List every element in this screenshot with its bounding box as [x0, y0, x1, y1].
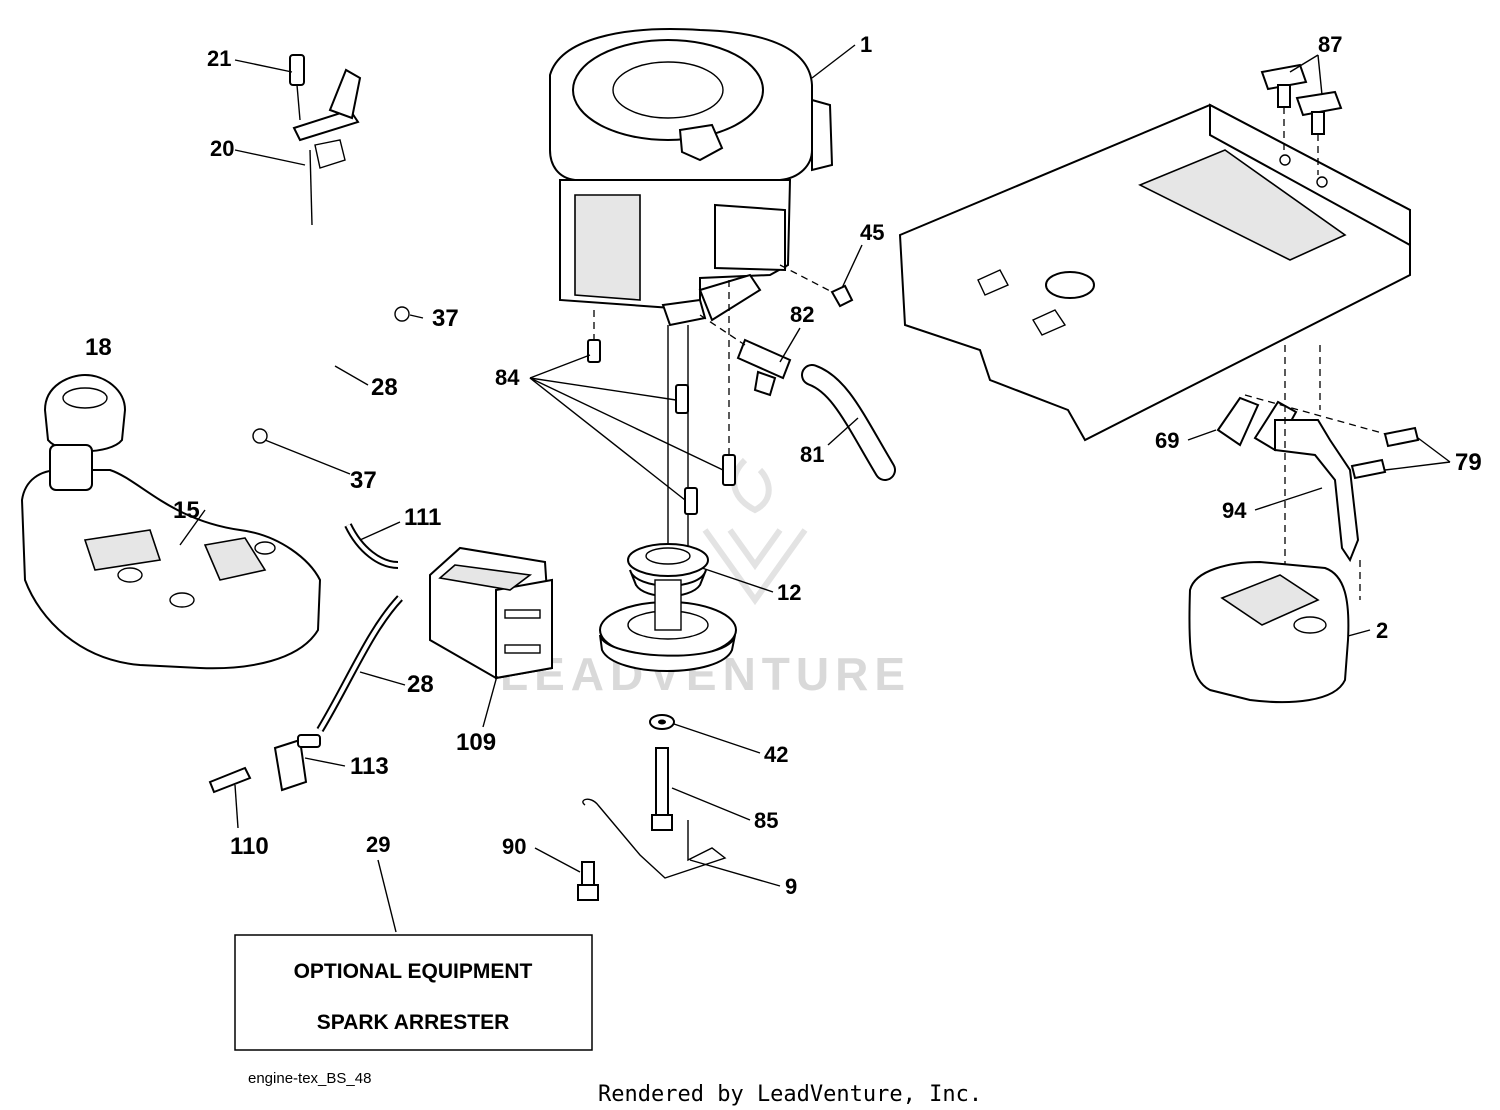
callout-45: 45: [860, 220, 884, 245]
callout-109: 109: [456, 729, 496, 756]
bracket-9-part: [582, 798, 727, 879]
optional-equipment-box: OPTIONAL EQUIPMENT SPARK ARRESTER: [234, 934, 593, 1051]
fuel-cap-part: [43, 373, 127, 453]
fuel-line-lower-part: [316, 595, 403, 733]
fuel-shutoff-part: [699, 314, 792, 397]
bolt-85-part: [651, 747, 673, 831]
hose-81-part: [801, 364, 896, 481]
callout-29: 29: [366, 832, 390, 857]
drawing-code: engine-tex_BS_48: [248, 1070, 371, 1087]
exhaust-pipe-part: [1216, 345, 1401, 600]
fuel-pump-part: [429, 546, 554, 680]
watermark-logo: [702, 457, 808, 606]
callout-37-lower: 37: [350, 467, 377, 494]
frame-plate-part: [898, 103, 1411, 442]
callout-28-upper: 28: [371, 374, 398, 401]
callout-21: 21: [207, 46, 231, 71]
callout-18: 18: [85, 334, 112, 361]
callout-90: 90: [502, 834, 526, 859]
callout-1: 1: [860, 32, 872, 57]
muffler-part: [1188, 560, 1350, 704]
leader-lines: [179, 44, 1451, 933]
callout-111: 111: [404, 504, 441, 531]
throttle-control-part: [289, 54, 362, 226]
callout-94: 94: [1222, 498, 1247, 523]
engine-pulley-part: [599, 325, 737, 672]
washer-42-part: [649, 714, 675, 730]
callout-82: 82: [790, 302, 814, 327]
callout-69: 69: [1155, 428, 1179, 453]
fuel-fitting-part: [208, 766, 252, 794]
spark-arrester-label: SPARK ARRESTER: [317, 1011, 510, 1034]
callout-12: 12: [777, 580, 801, 605]
optional-equipment-title: OPTIONAL EQUIPMENT: [294, 960, 533, 983]
callout-20: 20: [210, 136, 234, 161]
fuel-tank-part: [20, 444, 322, 670]
fuel-line-upper-part: [252, 306, 410, 444]
nut-45-part: [779, 264, 854, 308]
engine-mount-bolts-part: [587, 280, 736, 515]
callout-84: 84: [495, 365, 520, 390]
bolt-90-part: [577, 861, 599, 901]
callout-37-upper: 37: [432, 305, 459, 332]
callout-79: 79: [1455, 449, 1482, 476]
callout-9: 9: [785, 874, 797, 899]
engine-part: [549, 28, 834, 327]
callout-42: 42: [764, 742, 788, 767]
callout-81: 81: [800, 442, 824, 467]
rendered-by-footer: Rendered by LeadVenture, Inc.: [598, 1082, 982, 1107]
fuel-filter-part: [273, 734, 321, 792]
callout-2: 2: [1376, 618, 1388, 643]
exhaust-bolts-79-part: [1350, 426, 1420, 480]
callout-28-lower: 28: [407, 671, 434, 698]
callout-labels: 1 2 9 12 15 18 20 21 28 28 29 37 37 42 4…: [85, 32, 1482, 899]
frame-bolts-87-part: [1260, 63, 1343, 175]
callout-110: 110: [230, 833, 269, 860]
callout-87: 87: [1318, 32, 1342, 57]
callout-85: 85: [754, 808, 778, 833]
callout-15: 15: [173, 497, 200, 524]
callout-113: 113: [350, 753, 389, 780]
fuel-line-111-part: [344, 523, 399, 569]
